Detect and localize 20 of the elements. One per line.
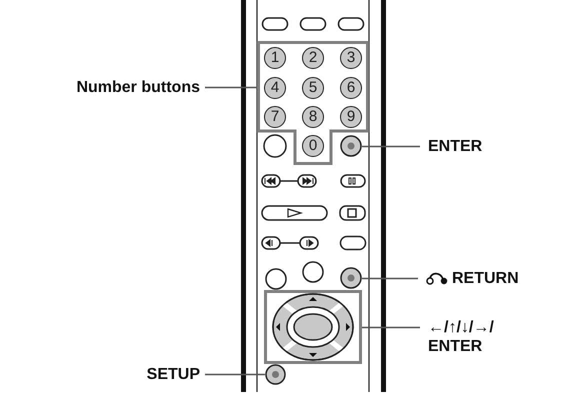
leader-line bbox=[362, 146, 420, 148]
number-button: 4 bbox=[264, 77, 286, 99]
callout-label: Number buttons bbox=[75, 78, 200, 97]
number-button: 2 bbox=[302, 47, 324, 69]
number-button: 6 bbox=[340, 77, 362, 99]
number-button: 5 bbox=[302, 77, 324, 99]
number-button: 0 bbox=[302, 135, 324, 157]
number-button: 9 bbox=[340, 106, 362, 128]
callout-label: SETUP bbox=[146, 365, 200, 384]
callout-label: ENTER bbox=[428, 137, 484, 156]
callout-label: ←/↑/↓/→/ ENTER bbox=[428, 318, 495, 356]
leader-line bbox=[205, 86, 257, 88]
leader-line bbox=[362, 278, 418, 280]
leader-line bbox=[205, 374, 265, 376]
leader-line bbox=[362, 326, 420, 328]
callout-label: RETURN bbox=[452, 269, 520, 288]
number-button: 8 bbox=[302, 106, 324, 128]
number-button: 3 bbox=[340, 47, 362, 69]
number-button: 7 bbox=[264, 106, 286, 128]
number-button: 1 bbox=[264, 47, 286, 69]
